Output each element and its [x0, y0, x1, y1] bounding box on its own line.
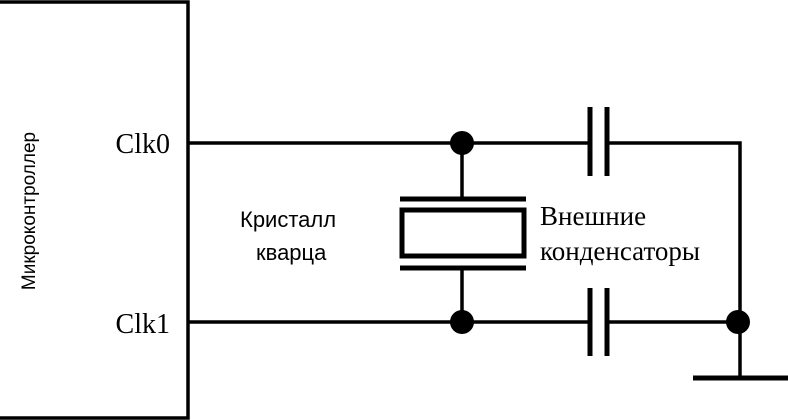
crystal-label-line2: кварца — [256, 240, 327, 265]
clk0-pin-label: Clk0 — [116, 129, 170, 160]
microcontroller-label: Микроконтроллер — [19, 132, 40, 290]
junction-clk0 — [450, 131, 474, 155]
microcontroller-block — [0, 0, 190, 420]
bottom-capacitor — [587, 288, 610, 356]
clk1-pin-label: Clk1 — [116, 309, 170, 340]
capacitors-label-line2: конденсаторы — [540, 236, 700, 266]
crystal-symbol — [399, 196, 527, 271]
top-capacitor — [587, 107, 610, 176]
junction-clk1 — [450, 310, 474, 334]
top-capacitor-to-ground-wire — [607, 141, 742, 378]
crystal-label-line1: Кристалл — [240, 207, 336, 232]
junction-ground — [726, 310, 750, 334]
capacitors-label-line1: Внешние — [540, 201, 646, 231]
